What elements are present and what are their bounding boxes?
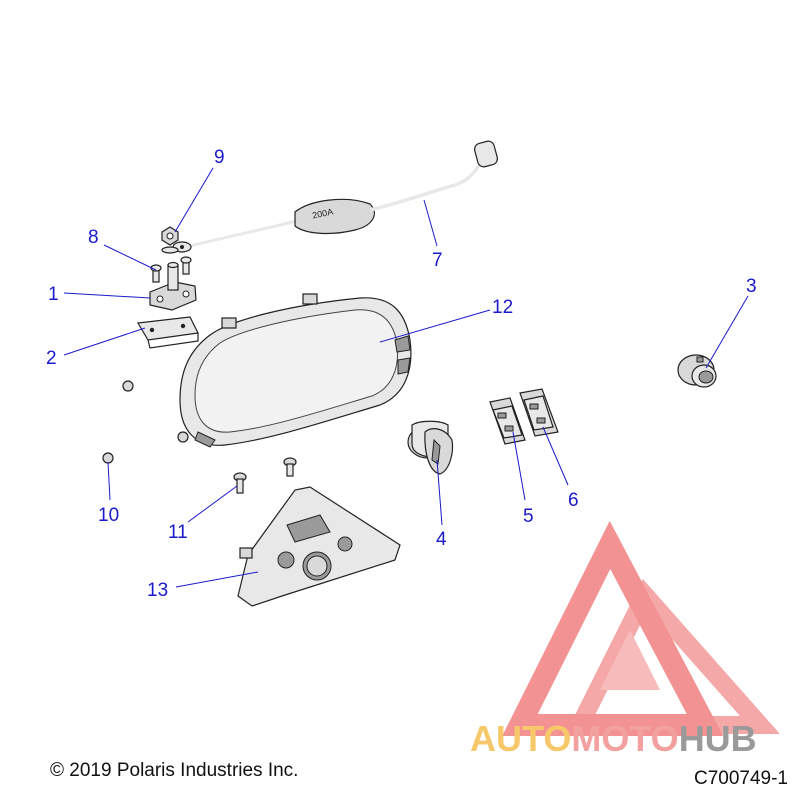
watermark-logo-icon [502,520,780,736]
callout-7: 7 [432,250,443,271]
ignition-switch-part [407,420,454,475]
nut-small-part [102,380,189,464]
callout-10: 10 [98,505,119,526]
nut-part [161,226,179,254]
switch-part-6 [519,388,559,437]
switch-part-5 [489,397,526,445]
mounting-plate-part [237,486,401,607]
callout-5: 5 [523,506,534,527]
watermark-text: AUTOMOTOHUB [470,718,757,760]
callout-1: 1 [48,284,59,305]
bracket-part [137,316,199,349]
watermark-part-auto: AUTO [470,718,572,759]
leader-5 [512,431,526,501]
leader-2 [63,327,146,356]
leader-11 [187,485,238,523]
copyright-text: © 2019 Polaris Industries Inc. [50,760,299,781]
screw-part [150,256,192,283]
leader-8 [103,244,157,271]
callout-4: 4 [436,529,447,550]
power-outlet-part [677,354,717,388]
fuse-rating-label: 200A [311,206,334,220]
leader-13 [175,571,259,588]
leader-7 [423,199,438,247]
terminal-block-part [149,261,197,311]
leader-lines [63,167,749,588]
watermark-part-hub: HUB [678,718,757,759]
callout-labels: 1 2 3 4 5 6 7 8 9 10 11 12 13 [46,147,757,601]
callout-3: 3 [746,276,757,297]
leader-10 [107,461,111,501]
callout-8: 8 [88,227,99,248]
leader-12 [379,309,491,343]
leader-4 [436,459,443,526]
callout-12: 12 [492,297,513,318]
drawing-id: C700749-1 [693,768,788,789]
watermark-part-moto: MOTO [571,718,679,759]
leader-1 [63,292,151,299]
callout-13: 13 [147,580,168,601]
callout-2: 2 [46,348,57,369]
leader-6 [542,426,569,486]
callout-9: 9 [214,147,225,168]
leader-3 [705,295,749,369]
instrument-bezel-part [179,293,412,448]
callout-6: 6 [568,490,579,511]
callout-11: 11 [168,522,188,543]
leader-9 [174,167,214,233]
bolt-part [233,457,297,494]
